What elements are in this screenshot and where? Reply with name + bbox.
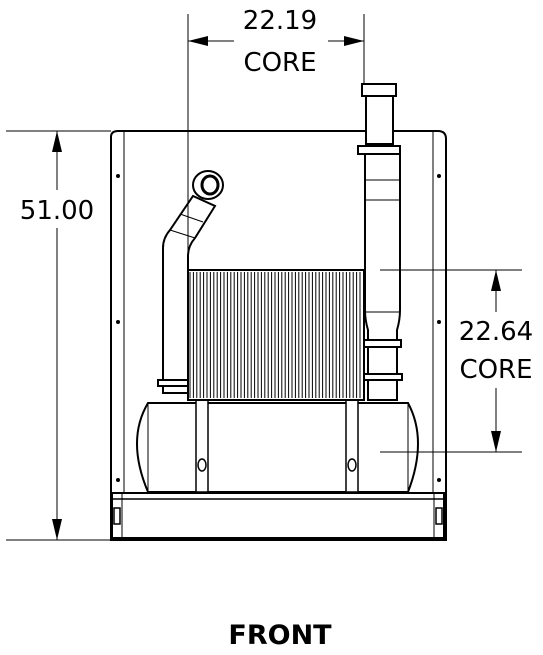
- right-pipe: [357, 83, 403, 401]
- core-height-value: 22.64: [459, 317, 533, 347]
- frame-panel: [110, 130, 447, 541]
- core-width-value: 22.19: [243, 6, 317, 36]
- base-plate: [111, 492, 445, 539]
- overall-height-value: 51.00: [20, 196, 94, 226]
- tank-body: [136, 399, 419, 493]
- core-width-label: CORE: [243, 48, 316, 78]
- dimension-core-width: 22.19 CORE: [187, 6, 365, 270]
- core-height-label: CORE: [459, 355, 532, 385]
- view-title: FRONT: [228, 620, 332, 651]
- dimension-overall-height: 51.00: [6, 130, 111, 541]
- core: [187, 269, 365, 401]
- dimension-core-height: 22.64 CORE: [380, 269, 533, 453]
